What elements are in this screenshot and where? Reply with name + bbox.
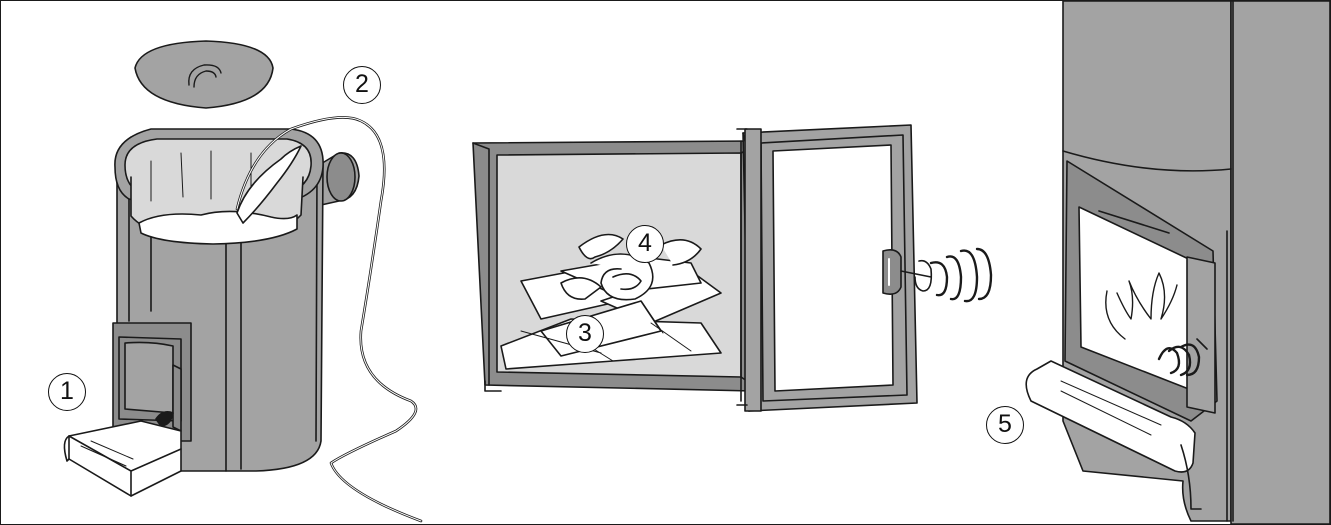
callout-1: 1 [48,373,86,411]
firebox-assembly [472,124,993,412]
heater-body [112,128,324,472]
lid-handle-icon [188,64,222,88]
kindling [560,233,702,301]
heater-lid [134,40,274,109]
callout-4: 4 [626,225,664,263]
closeup-coil-handle [1157,338,1208,377]
firebox-door-open [736,124,918,412]
callout-3-label: 3 [578,319,592,347]
ash-drawer [63,420,182,497]
callout-2-label: 2 [355,70,369,98]
heater-closeup [1025,1,1330,524]
callout-1-label: 1 [60,377,74,405]
callout-2: 2 [343,66,381,104]
flame-icon [1105,272,1178,340]
door-coil-handle [900,247,993,303]
heater-unit [63,40,360,497]
callout-3: 3 [566,315,604,353]
callout-5: 5 [986,406,1024,444]
callout-5-label: 5 [998,410,1012,438]
water-jet [236,145,302,224]
chimney-stub [318,152,360,206]
closeup-ash-drawer [1025,360,1202,510]
callout-4-label: 4 [638,229,652,257]
